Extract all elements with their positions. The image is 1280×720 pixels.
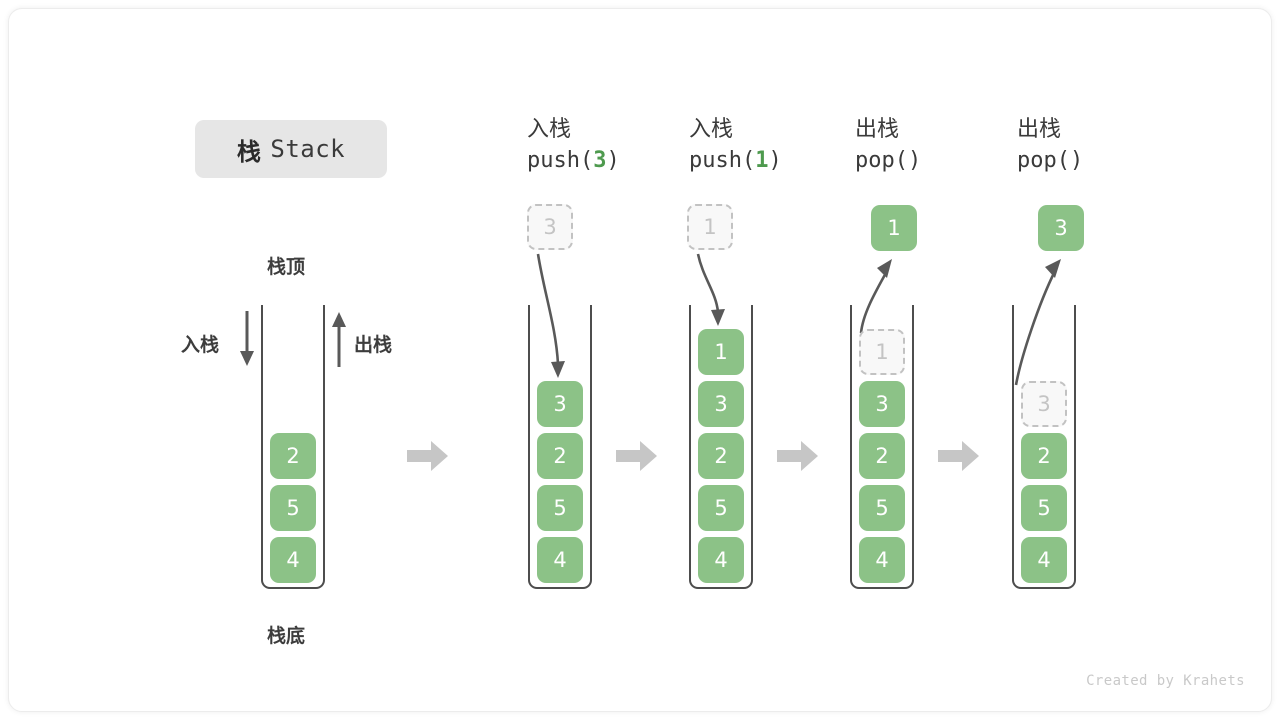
flow-arrow-3: [777, 439, 819, 473]
code-prefix: pop(: [855, 148, 908, 173]
operation-code: push(1): [689, 145, 782, 177]
stack-floor: [689, 573, 753, 589]
stack-container-push-3: 3 2 5 4: [528, 305, 592, 589]
operation-header-push-1: 入栈 push(1): [689, 115, 782, 177]
code-prefix: push(: [689, 148, 756, 173]
popped-element: 3: [1038, 205, 1084, 251]
stack-wall-left: [1012, 305, 1014, 575]
label-stack-bottom: 栈底: [267, 625, 306, 647]
code-argument: 1: [755, 148, 769, 173]
stack-cell: 5: [698, 485, 744, 531]
operation-code: push(3): [527, 145, 620, 177]
operation-label-cn: 入栈: [527, 117, 572, 142]
code-prefix: pop(: [1017, 148, 1070, 173]
removed-element-ghost: 1: [859, 329, 905, 375]
code-argument: 3: [593, 148, 607, 173]
stack-cell: 2: [1021, 433, 1067, 479]
credit-text: Created by Krahets: [1086, 673, 1245, 689]
stack-wall-left: [850, 305, 852, 575]
flow-arrow-2: [616, 439, 658, 473]
stack-floor: [528, 573, 592, 589]
push-direction-arrow: [237, 309, 257, 369]
stack-container-pop-1: 1 3 2 5 4: [850, 305, 914, 589]
operation-header-push-3: 入栈 push(3): [527, 115, 620, 177]
stack-cell: 3: [859, 381, 905, 427]
pop-motion-arrow-1: [854, 257, 904, 335]
stack-cell: 4: [1021, 537, 1067, 583]
label-push-side: 入栈: [181, 334, 220, 356]
stack-wall-right: [590, 305, 592, 575]
stack-cell: 3: [698, 381, 744, 427]
incoming-element-ghost: 3: [527, 204, 573, 250]
code-prefix: push(: [527, 148, 594, 173]
code-suffix: ): [1069, 148, 1084, 173]
stack-floor: [261, 573, 325, 589]
operation-header-pop-1: 出栈 pop(): [855, 115, 921, 177]
incoming-element-ghost: 1: [687, 204, 733, 250]
stack-cell: 1: [698, 329, 744, 375]
stack-wall-left: [689, 305, 691, 575]
diagram-title: 栈 Stack: [195, 120, 387, 178]
stack-cell: 4: [859, 537, 905, 583]
stack-cell: 5: [537, 485, 583, 531]
stack-wall-right: [912, 305, 914, 575]
title-chinese: 栈: [236, 137, 262, 166]
stack-wall-right: [1074, 305, 1076, 575]
stack-container-pop-3: 3 2 5 4: [1012, 305, 1076, 589]
operation-code: pop(): [855, 145, 921, 177]
stack-wall-left: [261, 305, 263, 575]
label-pop-side: 出栈: [354, 334, 393, 356]
stack-wall-right: [323, 305, 325, 575]
stack-cell: 5: [859, 485, 905, 531]
title-english: Stack: [270, 135, 346, 163]
code-suffix: ): [768, 148, 782, 173]
push-motion-arrow-1: [694, 252, 734, 330]
stack-cell: 4: [698, 537, 744, 583]
operation-label-cn: 出栈: [855, 117, 900, 142]
stack-cell: 4: [537, 537, 583, 583]
pop-direction-arrow: [329, 309, 349, 369]
stack-cell: 5: [1021, 485, 1067, 531]
operation-header-pop-3: 出栈 pop(): [1017, 115, 1083, 177]
stack-cell: 2: [270, 433, 316, 479]
stack-container-initial: 2 5 4: [261, 305, 325, 589]
stack-floor: [850, 573, 914, 589]
pop-motion-arrow-3: [1009, 257, 1073, 387]
stack-container-push-1: 1 3 2 5 4: [689, 305, 753, 589]
stack-cell: 2: [537, 433, 583, 479]
stack-cell: 4: [270, 537, 316, 583]
stack-cell: 5: [270, 485, 316, 531]
code-suffix: ): [907, 148, 922, 173]
operation-label-cn: 出栈: [1017, 117, 1062, 142]
flow-arrow-1: [407, 439, 449, 473]
flow-arrow-4: [938, 439, 980, 473]
stack-floor: [1012, 573, 1076, 589]
stack-cell: 2: [859, 433, 905, 479]
stack-wall-left: [528, 305, 530, 575]
operation-label-cn: 入栈: [689, 117, 734, 142]
code-suffix: ): [606, 148, 620, 173]
stack-cell: 3: [537, 381, 583, 427]
removed-element-ghost: 3: [1021, 381, 1067, 427]
popped-element: 1: [871, 205, 917, 251]
label-stack-top: 栈顶: [267, 256, 306, 278]
operation-code: pop(): [1017, 145, 1083, 177]
push-motion-arrow-3: [534, 252, 574, 382]
stack-cell: 2: [698, 433, 744, 479]
diagram-canvas: 栈 Stack 栈顶 栈底 入栈 出栈: [8, 8, 1272, 712]
stack-wall-right: [751, 305, 753, 575]
